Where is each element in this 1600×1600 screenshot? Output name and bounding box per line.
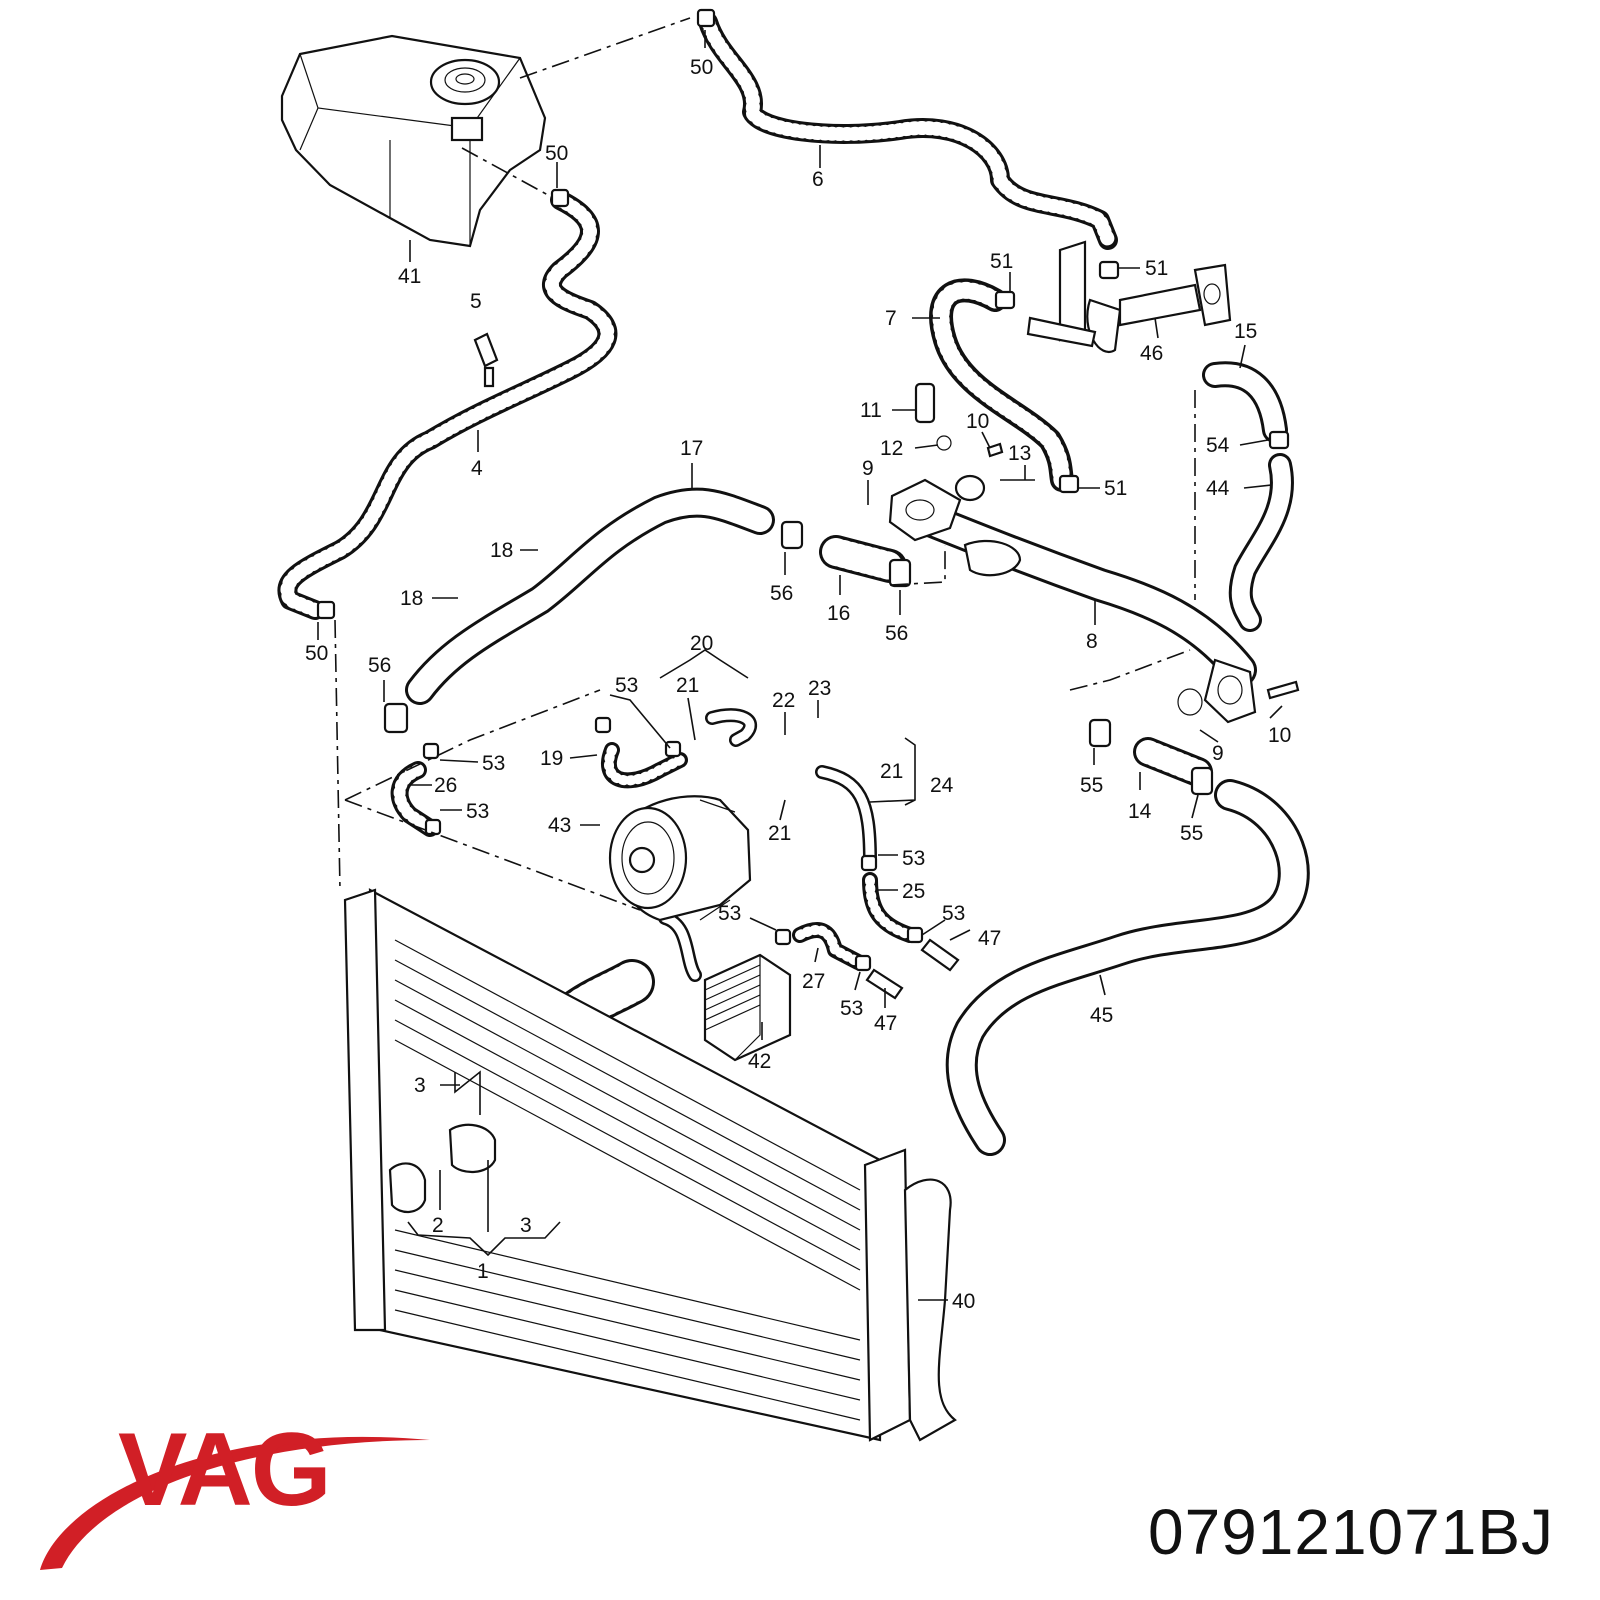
callout-47: 47 <box>874 1012 897 1035</box>
callout-47: 47 <box>978 927 1001 950</box>
pipe-24 <box>815 765 877 867</box>
callout-5: 5 <box>470 290 482 313</box>
callout-51: 51 <box>990 250 1013 273</box>
hose-27 <box>792 922 866 970</box>
callout-7: 7 <box>885 307 897 330</box>
vag-logo-swoosh <box>40 1436 430 1570</box>
oil-cooler <box>703 953 792 1062</box>
hose-19 <box>601 742 688 789</box>
clamps <box>316 8 1290 972</box>
callout-51: 51 <box>1104 477 1127 500</box>
callout-18: 18 <box>490 539 513 562</box>
hose-6 <box>698 12 1118 250</box>
hose-4 <box>277 190 618 620</box>
callout-22: 22 <box>772 689 795 712</box>
leader-lines <box>317 30 1283 1301</box>
callout-42: 42 <box>748 1050 771 1073</box>
callout-50: 50 <box>305 642 328 665</box>
flange-46 <box>1026 240 1232 353</box>
connectors-47 <box>865 938 960 1000</box>
callout-2: 2 <box>432 1214 444 1237</box>
sensor-11 <box>914 382 1004 458</box>
callouts: 50 50 6 41 51 51 5 7 46 15 11 10 12 13 5… <box>305 56 1291 1313</box>
callout-50: 50 <box>690 56 713 79</box>
expansion-tank <box>280 34 547 248</box>
callout-10: 10 <box>966 410 989 433</box>
callout-10: 10 <box>1268 724 1291 747</box>
callout-43: 43 <box>548 814 571 837</box>
radiator <box>343 888 957 1442</box>
callout-14: 14 <box>1128 800 1152 823</box>
callout-12: 12 <box>880 437 903 460</box>
callout-53: 53 <box>615 674 638 697</box>
callout-53: 53 <box>482 752 505 775</box>
callout-53: 53 <box>718 902 741 925</box>
hose-25 <box>862 872 918 943</box>
callout-4: 4 <box>471 457 483 480</box>
callout-51: 51 <box>1145 257 1168 280</box>
flange-9-10 <box>1177 658 1300 724</box>
callout-45: 45 <box>1090 1004 1113 1027</box>
callout-16: 16 <box>827 602 850 625</box>
thermostat-housing <box>888 474 1022 577</box>
callout-53: 53 <box>466 800 489 823</box>
hose-7 <box>929 278 1074 492</box>
callout-56: 56 <box>885 622 908 645</box>
callout-18: 18 <box>400 587 423 610</box>
callout-44: 44 <box>1206 477 1230 500</box>
part-number: 079121071BJ <box>1147 1496 1554 1568</box>
callout-26: 26 <box>434 774 457 797</box>
alternator <box>608 795 752 922</box>
callout-23: 23 <box>808 677 831 700</box>
callout-56: 56 <box>770 582 793 605</box>
hose-16 <box>819 535 907 583</box>
callout-24: 24 <box>930 774 954 797</box>
hose-26 <box>390 761 439 837</box>
callout-3: 3 <box>414 1074 426 1097</box>
vag-logo-text: VAG <box>118 1412 332 1528</box>
callout-8: 8 <box>1086 630 1098 653</box>
callout-40: 40 <box>952 1290 975 1313</box>
callout-21: 21 <box>768 822 791 845</box>
callout-1: 1 <box>477 1260 489 1283</box>
assembly-lines <box>334 17 1196 911</box>
pipe-8 <box>913 503 1257 687</box>
callout-25: 25 <box>902 880 925 903</box>
callout-53: 53 <box>942 902 965 925</box>
pipe-42-outlet <box>658 911 702 982</box>
callout-53: 53 <box>902 847 925 870</box>
hose-15 <box>1202 361 1288 443</box>
callout-15: 15 <box>1234 320 1257 343</box>
callout-53: 53 <box>840 997 863 1020</box>
callout-20: 20 <box>690 632 713 655</box>
callout-21: 21 <box>880 760 903 783</box>
callout-54: 54 <box>1206 434 1230 457</box>
callout-55: 55 <box>1080 774 1103 797</box>
pipe-20 <box>705 708 757 747</box>
hose-45 <box>945 779 1310 1156</box>
callout-46: 46 <box>1140 342 1163 365</box>
callout-11: 11 <box>860 399 882 422</box>
hose-14 <box>1133 737 1213 787</box>
callout-41: 41 <box>398 265 421 288</box>
callout-6: 6 <box>812 168 824 191</box>
callout-9: 9 <box>1212 742 1224 765</box>
hose-44 <box>1228 453 1294 632</box>
callout-55: 55 <box>1180 822 1203 845</box>
callout-17: 17 <box>680 437 703 460</box>
callout-3: 3 <box>520 1214 532 1237</box>
callout-50: 50 <box>545 142 568 165</box>
callout-27: 27 <box>802 970 825 993</box>
callout-19: 19 <box>540 747 563 770</box>
callout-56: 56 <box>368 654 391 677</box>
callout-13: 13 <box>1008 442 1031 465</box>
callout-9: 9 <box>862 457 874 480</box>
pipe-17 <box>405 487 775 705</box>
callout-21: 21 <box>676 674 699 697</box>
